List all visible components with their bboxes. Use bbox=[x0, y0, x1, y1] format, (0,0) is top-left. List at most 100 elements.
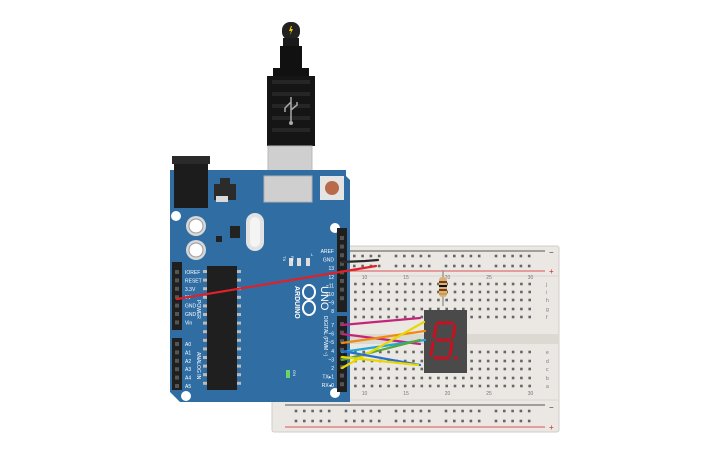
breadboard-hole[interactable] bbox=[387, 367, 390, 371]
rail-hole[interactable] bbox=[394, 264, 398, 268]
breadboard-hole[interactable] bbox=[428, 282, 432, 286]
breadboard-hole[interactable] bbox=[478, 350, 482, 354]
breadboard-hole[interactable] bbox=[486, 282, 490, 286]
breadboard-hole[interactable] bbox=[354, 367, 357, 371]
rail-hole[interactable] bbox=[294, 419, 298, 423]
header-pin[interactable] bbox=[340, 236, 344, 240]
breadboard-hole[interactable] bbox=[520, 307, 523, 311]
breadboard-hole[interactable] bbox=[503, 282, 507, 286]
breadboard-hole[interactable] bbox=[379, 298, 382, 302]
breadboard-hole[interactable] bbox=[403, 350, 407, 354]
rail-hole[interactable] bbox=[394, 409, 398, 413]
wires[interactable] bbox=[175, 258, 427, 370]
rail-hole[interactable] bbox=[503, 419, 506, 423]
breadboard-hole[interactable] bbox=[520, 376, 523, 380]
header-pin[interactable] bbox=[175, 286, 179, 291]
rail-hole[interactable] bbox=[319, 419, 323, 423]
breadboard-hole[interactable] bbox=[370, 384, 374, 388]
rail-hole[interactable] bbox=[377, 254, 381, 258]
header-pin[interactable] bbox=[175, 342, 179, 346]
rail-hole[interactable] bbox=[369, 419, 373, 423]
rail-hole[interactable] bbox=[377, 264, 381, 268]
seven-segment-display[interactable] bbox=[424, 310, 467, 373]
breadboard-hole[interactable] bbox=[478, 367, 482, 371]
breadboard-hole[interactable] bbox=[370, 315, 374, 319]
rail-hole[interactable] bbox=[453, 254, 456, 258]
rail-hole[interactable] bbox=[477, 419, 481, 423]
breadboard-hole[interactable] bbox=[387, 307, 390, 311]
breadboard-hole[interactable] bbox=[395, 282, 399, 286]
breadboard-hole[interactable] bbox=[486, 367, 490, 371]
breadboard-hole[interactable] bbox=[437, 282, 440, 286]
breadboard-hole[interactable] bbox=[379, 307, 382, 311]
breadboard-hole[interactable] bbox=[486, 290, 490, 294]
breadboard-hole[interactable] bbox=[395, 307, 399, 311]
breadboard-hole[interactable] bbox=[379, 376, 382, 380]
breadboard-hole[interactable] bbox=[437, 307, 440, 311]
breadboard-hole[interactable] bbox=[387, 350, 390, 354]
header-pin[interactable] bbox=[175, 295, 179, 300]
header-pin[interactable] bbox=[340, 261, 344, 266]
breadboard-hole[interactable] bbox=[495, 307, 498, 311]
rail-hole[interactable] bbox=[419, 254, 423, 258]
breadboard-hole[interactable] bbox=[528, 290, 531, 294]
breadboard-hole[interactable] bbox=[437, 290, 440, 294]
breadboard-hole[interactable] bbox=[478, 376, 482, 380]
breadboard-hole[interactable] bbox=[354, 350, 357, 354]
rail-hole[interactable] bbox=[403, 419, 406, 423]
rail-hole[interactable] bbox=[361, 409, 364, 413]
breadboard-hole[interactable] bbox=[370, 376, 374, 380]
rail-hole[interactable] bbox=[403, 409, 406, 413]
breadboard-hole[interactable] bbox=[495, 290, 498, 294]
rail-hole[interactable] bbox=[461, 409, 464, 413]
breadboard-hole[interactable] bbox=[362, 290, 365, 294]
breadboard-hole[interactable] bbox=[403, 298, 407, 302]
breadboard-hole[interactable] bbox=[412, 384, 415, 388]
breadboard-hole[interactable] bbox=[370, 290, 374, 294]
rail-hole[interactable] bbox=[303, 409, 306, 413]
breadboard-hole[interactable] bbox=[420, 376, 424, 380]
breadboard-hole[interactable] bbox=[528, 384, 531, 388]
rail-hole[interactable] bbox=[419, 264, 423, 268]
breadboard-hole[interactable] bbox=[395, 376, 399, 380]
breadboard-hole[interactable] bbox=[470, 359, 473, 363]
breadboard-hole[interactable] bbox=[511, 298, 515, 302]
rail-hole[interactable] bbox=[369, 254, 373, 258]
breadboard-hole[interactable] bbox=[511, 350, 515, 354]
breadboard-hole[interactable] bbox=[379, 282, 382, 286]
breadboard-hole[interactable] bbox=[528, 282, 531, 286]
breadboard-hole[interactable] bbox=[428, 307, 432, 311]
rail-hole[interactable] bbox=[369, 409, 373, 413]
breadboard-hole[interactable] bbox=[362, 307, 365, 311]
breadboard-hole[interactable] bbox=[403, 290, 407, 294]
breadboard-hole[interactable] bbox=[403, 376, 407, 380]
breadboard-hole[interactable] bbox=[478, 384, 482, 388]
breadboard-hole[interactable] bbox=[412, 367, 415, 371]
header-pin[interactable] bbox=[340, 356, 344, 361]
breadboard-hole[interactable] bbox=[403, 384, 407, 388]
breadboard-hole[interactable] bbox=[370, 282, 374, 286]
rail-hole[interactable] bbox=[527, 254, 531, 258]
rail-hole[interactable] bbox=[344, 409, 348, 413]
breadboard-hole[interactable] bbox=[470, 307, 473, 311]
breadboard-hole[interactable] bbox=[412, 350, 415, 354]
rail-hole[interactable] bbox=[461, 254, 464, 258]
rail-hole[interactable] bbox=[311, 419, 314, 423]
rail-hole[interactable] bbox=[453, 264, 456, 268]
header-pin[interactable] bbox=[175, 358, 179, 363]
breadboard-hole[interactable] bbox=[387, 290, 390, 294]
breadboard-hole[interactable] bbox=[395, 290, 399, 294]
breadboard-hole[interactable] bbox=[528, 307, 531, 311]
rail-hole[interactable] bbox=[494, 264, 498, 268]
header-pin[interactable] bbox=[340, 296, 344, 301]
breadboard-hole[interactable] bbox=[462, 384, 465, 388]
rail-hole[interactable] bbox=[303, 419, 306, 423]
breadboard-hole[interactable] bbox=[520, 350, 523, 354]
breadboard-hole[interactable] bbox=[362, 359, 365, 363]
breadboard-hole[interactable] bbox=[395, 384, 399, 388]
breadboard-hole[interactable] bbox=[486, 350, 490, 354]
breadboard-hole[interactable] bbox=[495, 350, 498, 354]
breadboard-hole[interactable] bbox=[420, 359, 424, 363]
breadboard-hole[interactable] bbox=[503, 315, 507, 319]
